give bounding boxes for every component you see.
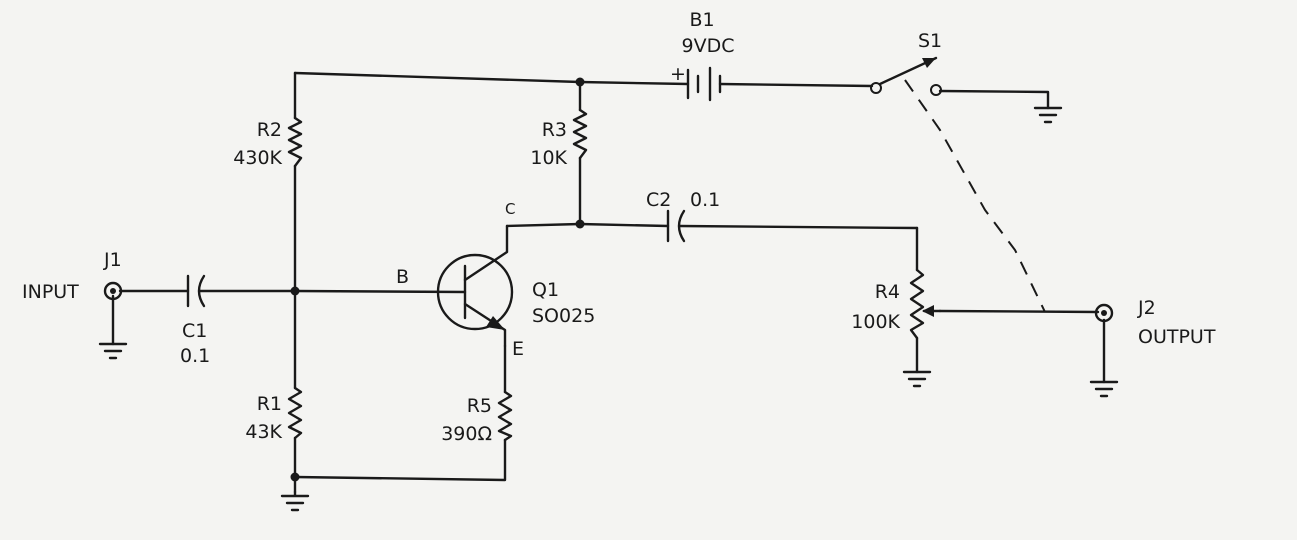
ground-symbol xyxy=(902,370,932,388)
switch-gang-link xyxy=(904,79,1046,313)
b1-value-label: 9VDC xyxy=(682,35,735,57)
switch-s1 xyxy=(870,56,942,96)
battery-b1 xyxy=(686,66,722,102)
r3-ref-label: R3 xyxy=(542,119,567,141)
c1-ref-label: C1 xyxy=(182,320,207,342)
j2-output-label: OUTPUT xyxy=(1138,326,1216,348)
c2-value-label: 0.1 xyxy=(690,189,720,211)
resistor-r3 xyxy=(572,108,588,160)
r1-ref-label: R1 xyxy=(257,393,282,415)
jack-j1 xyxy=(103,281,123,301)
r1-value-label: 43K xyxy=(245,421,282,443)
battery-polarity: + xyxy=(670,63,686,85)
collector-label: C xyxy=(505,200,515,218)
ground-symbol xyxy=(98,342,128,360)
r4-value-label: 100K xyxy=(851,311,900,333)
ground-symbol xyxy=(1089,380,1119,398)
j2-ref-label: J2 xyxy=(1137,297,1156,319)
j1-ref-label: J1 xyxy=(103,249,122,271)
q1-ref-label: Q1 xyxy=(532,279,559,301)
capacitor-c2 xyxy=(666,209,686,243)
emitter-label: E xyxy=(512,338,524,360)
r5-value-label: 390Ω xyxy=(441,423,492,445)
r5-ref-label: R5 xyxy=(467,395,492,417)
resistor-r1 xyxy=(287,386,303,440)
base-label: B xyxy=(396,266,409,288)
transistor-q1 xyxy=(436,224,514,348)
junctions xyxy=(290,77,585,482)
c2-ref-label: C2 xyxy=(646,189,671,211)
resistor-r2 xyxy=(287,116,303,168)
j1-input-label: INPUT xyxy=(22,281,79,303)
r4-ref-label: R4 xyxy=(875,281,900,303)
r2-ref-label: R2 xyxy=(257,119,282,141)
r3-value-label: 10K xyxy=(530,147,567,169)
jack-j2 xyxy=(1094,303,1114,323)
ground-symbol xyxy=(1033,106,1063,124)
q1-part-label: SO025 xyxy=(532,305,595,327)
ground-symbol xyxy=(280,490,310,512)
r2-value-label: 430K xyxy=(233,147,282,169)
wires xyxy=(111,71,1106,494)
potentiometer-r4 xyxy=(909,268,942,340)
b1-ref-label: B1 xyxy=(689,9,714,31)
capacitor-c1 xyxy=(186,274,206,308)
s1-ref-label: S1 xyxy=(918,30,942,52)
c1-value-label: 0.1 xyxy=(180,345,210,367)
resistor-r5 xyxy=(497,390,513,442)
